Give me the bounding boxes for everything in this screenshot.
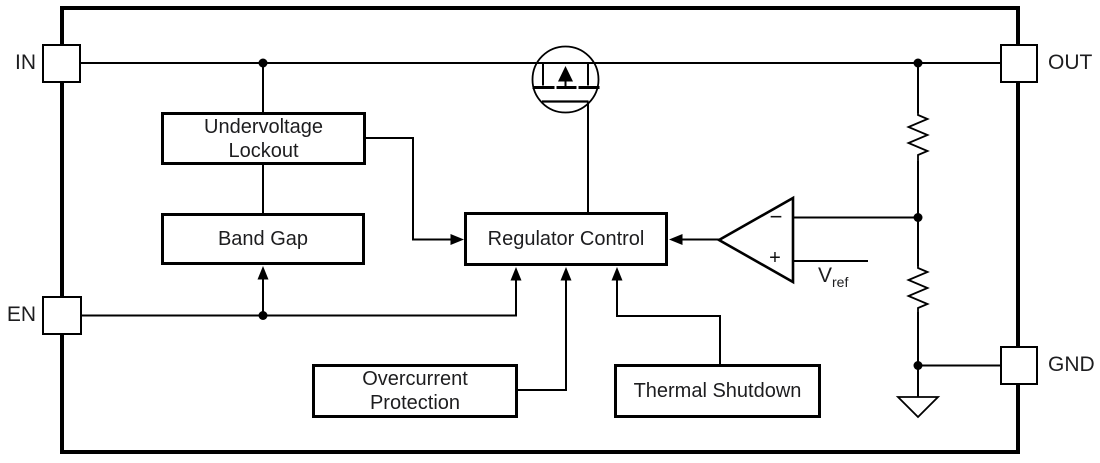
vref-base: V: [818, 264, 833, 287]
arrow-ocp-into-regctl: [560, 267, 572, 281]
block-regulator-control: Regulator Control: [464, 212, 668, 266]
wire-ocp-to-regctl: [518, 279, 567, 391]
pmos-pass-transistor-icon: [531, 45, 600, 114]
block-label-line: Lockout: [228, 139, 299, 162]
device-boundary: [60, 6, 1020, 454]
block-label-line: Regulator Control: [487, 228, 645, 250]
arrow-amp-into-regctl: [669, 234, 683, 245]
block-label-line: Band Gap: [217, 228, 309, 250]
pin-label-en: EN: [6, 303, 36, 326]
block-label-line: Thermal Shutdown: [633, 380, 802, 402]
pin-gnd: [1000, 346, 1038, 385]
junction-out-rail: [913, 58, 923, 68]
junction-gnd: [913, 361, 923, 370]
pin-label-in: IN: [15, 51, 36, 74]
block-thermal-shutdown: Thermal Shutdown: [614, 364, 821, 418]
wire-group: [81, 62, 1000, 397]
block-label-line: Overcurrent: [362, 368, 468, 390]
block-label-line: Undervoltage: [204, 115, 323, 138]
block-label-line: Protection: [369, 392, 461, 414]
arrow-thermal-into-regctl: [611, 267, 623, 281]
junction-en-rail: [258, 311, 268, 320]
pin-in: [42, 44, 81, 83]
arrow-uvlo-into-regctl: [450, 234, 464, 245]
junction-feedback: [913, 213, 923, 222]
pin-label-gnd: GND: [1048, 353, 1095, 376]
block-band-gap: Band Gap: [161, 213, 365, 265]
junction-dots: [258, 58, 923, 370]
vref-label: Vref: [818, 264, 848, 290]
vref-subscript: ref: [832, 274, 849, 290]
ground-icon: [895, 396, 941, 419]
block-overcurrent-protection: Overcurrent Protection: [312, 364, 518, 418]
pin-out: [1000, 44, 1038, 83]
error-amplifier-icon: [716, 195, 795, 285]
feedback-divider-bottom-resistor-icon: [906, 266, 930, 312]
amp-plus-input-label: +: [769, 247, 781, 269]
feedback-divider-top-resistor-icon: [906, 113, 930, 161]
amp-minus-input-label: −: [769, 204, 783, 229]
wire-uvlo-to-regctl: [366, 137, 451, 241]
arrowheads: [257, 234, 683, 281]
arrow-into-bandgap: [257, 266, 269, 280]
wire-thermal-to-regctl: [616, 279, 721, 365]
wire-en-rail: [82, 279, 517, 317]
block-undervoltage-lockout: Undervoltage Lockout: [161, 112, 366, 165]
pin-label-out: OUT: [1048, 51, 1093, 74]
arrow-en-into-regctl: [510, 267, 522, 281]
pin-en: [42, 296, 82, 335]
junction-in-rail: [258, 58, 268, 68]
